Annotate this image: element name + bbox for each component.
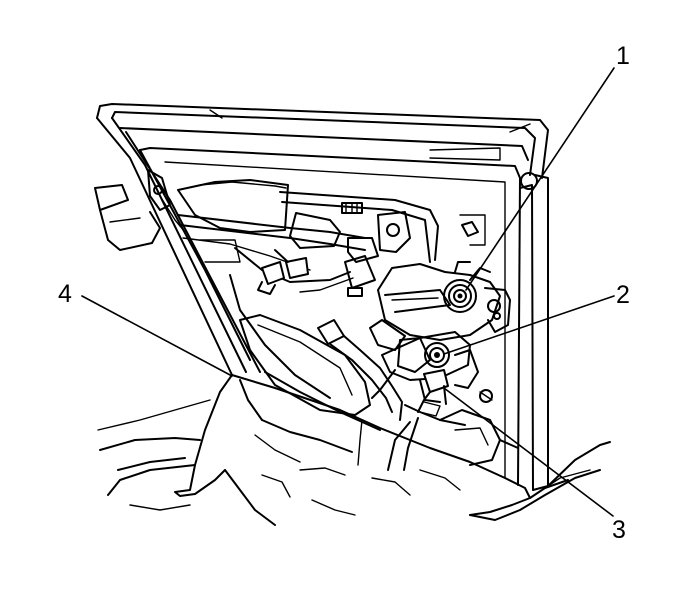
leader-line-1 (465, 67, 615, 291)
motor-electrical-connector (357, 369, 466, 471)
inner-door-panel (139, 147, 521, 486)
leader-line-2 (443, 295, 615, 355)
callout-1: 1 (616, 42, 630, 70)
callout-labels: 1 2 3 4 (58, 42, 630, 544)
callout-4: 4 (58, 280, 72, 308)
leader-line-4 (81, 295, 233, 377)
leader-line-3 (443, 387, 614, 517)
door-cover-cloth (97, 374, 531, 526)
rocker-sill (469, 441, 611, 521)
leader-lines (81, 67, 615, 517)
callout-2: 2 (616, 281, 630, 309)
motor-bolt-upper (443, 279, 477, 313)
motor-bolt-lower (424, 342, 450, 368)
mirror-area (94, 169, 186, 251)
callout-3: 3 (612, 516, 626, 544)
lower-door-cavity (264, 371, 519, 466)
regulator-assembly (177, 191, 439, 421)
door-frame (96, 103, 549, 491)
